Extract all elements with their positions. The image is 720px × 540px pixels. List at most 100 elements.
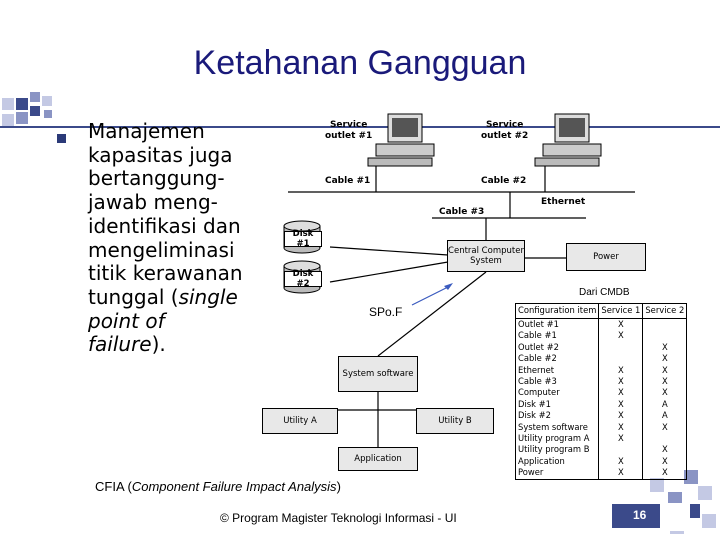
bullet-line-italic: failure <box>88 332 152 357</box>
bullet-line: bertanggung- <box>88 166 225 191</box>
footer-bar <box>0 503 690 531</box>
disk-1-link <box>329 246 449 256</box>
spof-label: SPo.F <box>369 305 403 319</box>
configuration-item-cell: Cable #3 <box>514 376 600 388</box>
service-cell: X <box>642 376 688 388</box>
title-rule <box>0 126 720 128</box>
service-cell: X <box>598 433 644 445</box>
configuration-item-cell: System software <box>514 421 600 434</box>
bullet-line: Manajemen <box>88 119 205 143</box>
bullet-line: mengeliminasi <box>88 237 235 262</box>
configuration-item-cell: Outlet #2 <box>514 341 600 354</box>
service-cell: X <box>642 467 688 480</box>
service-cell: X <box>598 364 644 377</box>
bullet-line: identifikasi dan <box>88 213 241 238</box>
table-row: Utility program B X <box>514 444 688 456</box>
column-header: Service 2 <box>642 303 688 319</box>
service-cell <box>642 433 688 445</box>
configuration-item-cell: Power <box>514 467 600 480</box>
bullet-line: titik kerawanan <box>88 261 243 286</box>
bullet-line-post: ). <box>151 332 166 357</box>
service-cell: X <box>598 376 644 388</box>
box-line: Central Computer <box>448 246 524 256</box>
cable-1-label: Cable #1 <box>325 176 371 186</box>
table-header-row: Configuration item Service 1 Service 2 <box>514 303 688 319</box>
configuration-item-cell: Utility program B <box>514 444 600 456</box>
table-row: Outlet #2 X <box>514 341 688 354</box>
bullet-marker <box>57 134 66 143</box>
cable-2-label: Cable #2 <box>481 176 527 186</box>
footer-text: © Program Magister Teknologi Informasi -… <box>220 511 457 525</box>
service-cell <box>598 353 644 365</box>
configuration-item-cell: Cable #2 <box>514 353 600 365</box>
service-cell: X <box>598 421 644 434</box>
page-number-badge <box>612 504 660 528</box>
service-cell: X <box>598 410 644 422</box>
bullet-line-pre: tunggal ( <box>88 284 179 309</box>
service-cell: X <box>642 455 688 468</box>
system-software-box: System software <box>338 356 418 392</box>
service-cell <box>598 444 644 456</box>
label-line: outlet #2 <box>481 131 529 141</box>
configuration-item-cell: Ethernet <box>514 364 600 377</box>
service-cell: X <box>642 444 688 456</box>
configuration-item-cell: Computer <box>514 387 600 399</box>
configuration-item-cell: Utility program A <box>514 433 600 445</box>
service-cell: A <box>642 410 688 422</box>
box-line: System <box>470 256 502 266</box>
service-cell: X <box>598 387 644 399</box>
configuration-item-cell: Disk #2 <box>514 410 600 422</box>
spof-pointer <box>411 285 451 306</box>
utility-b-box: Utility B <box>416 408 494 434</box>
slide-title: Ketahanan Gangguan <box>193 44 527 82</box>
service-outlet-2-label: Service outlet #2 <box>481 120 528 142</box>
configuration-item-cell: Disk #1 <box>514 398 600 411</box>
central-to-software <box>377 271 487 357</box>
disk-1-label: Disk #1 <box>284 229 322 249</box>
spof-arrowhead <box>444 283 453 290</box>
service-cell: X <box>598 330 644 342</box>
service-cell <box>598 341 644 354</box>
bullet-line-italic: point of <box>88 308 165 333</box>
service-cell: X <box>598 455 644 468</box>
decor-squares-top-left <box>0 92 60 128</box>
label-line: outlet #1 <box>325 131 373 141</box>
cfia-caption: CFIA (Component Failure Impact Analysis) <box>95 479 341 494</box>
configuration-item-cell: Application <box>514 455 600 468</box>
service-cell: X <box>598 398 644 411</box>
computer-icon <box>367 113 435 167</box>
computer-icon <box>534 113 602 167</box>
cmdb-label: Dari CMDB <box>579 287 630 298</box>
bullet-line: point of <box>88 308 268 334</box>
ethernet-label: Ethernet <box>541 197 586 207</box>
power-box: Power <box>566 243 646 271</box>
cable-3-label: Cable #3 <box>439 207 485 217</box>
disk-2-label: Disk #2 <box>284 269 322 289</box>
label-line: Service <box>485 120 524 130</box>
service-cell: A <box>642 398 688 411</box>
caption-pre: CFIA ( <box>95 479 132 494</box>
bullet-line: failure). <box>88 332 268 357</box>
bullet-line-italic: single <box>178 284 238 309</box>
column-header: Service 1 <box>598 303 644 319</box>
column-header: Configuration item <box>514 303 600 319</box>
service-cell <box>642 330 688 342</box>
caption-post: ) <box>336 479 341 494</box>
configuration-item-cell: Cable #1 <box>514 330 600 342</box>
label-line: Service <box>329 120 368 130</box>
configuration-item-cell: Outlet #1 <box>514 318 600 331</box>
service-cell: X <box>642 364 688 377</box>
service-cell <box>642 318 688 331</box>
bullet-line: tunggal (single <box>88 284 268 310</box>
service-cell: X <box>642 341 688 354</box>
service-cell: X <box>642 421 688 434</box>
